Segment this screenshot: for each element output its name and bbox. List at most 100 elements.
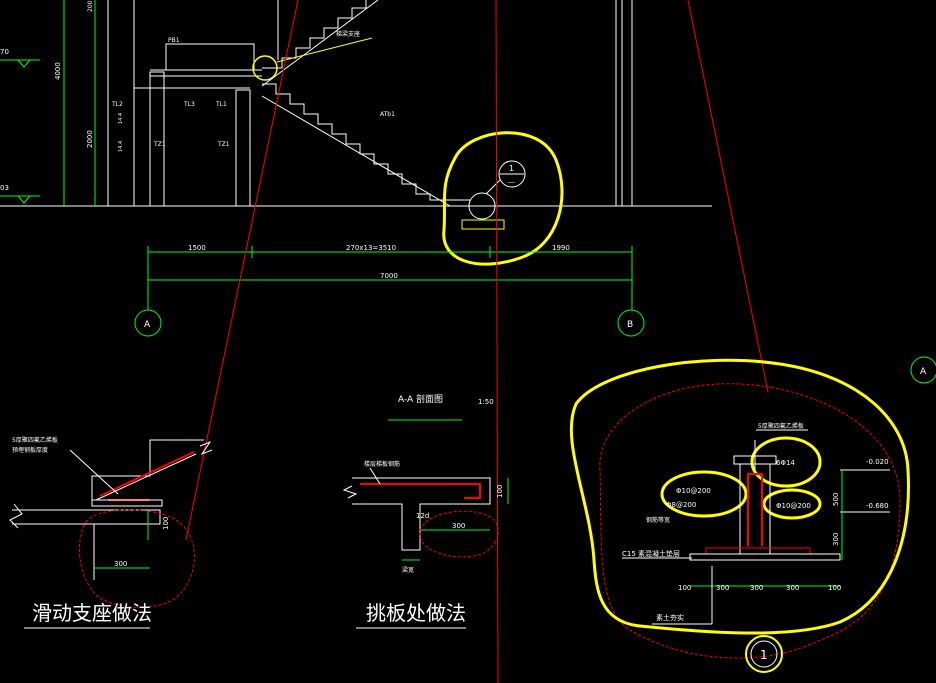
level-label-bottom: 03 xyxy=(0,184,9,192)
sliding-dim-100: 100 xyxy=(162,517,170,530)
cantilever-dim-300: 300 xyxy=(452,522,465,530)
detail-mark-number: 1 xyxy=(760,648,768,662)
stair-footing-bubble xyxy=(468,192,496,220)
vdim-4000: 4000 xyxy=(54,62,62,80)
hdim-3510: 270x13=3510 xyxy=(346,244,396,252)
sliding-note-1: 5厚聚四氟乙烯板 xyxy=(12,436,58,444)
red-line-left xyxy=(185,0,299,541)
hdim-1990: 1990 xyxy=(552,244,570,252)
cantilever-outline xyxy=(352,477,491,551)
cantilever-rebar xyxy=(360,483,481,499)
sliding-rebar-1 xyxy=(99,451,195,497)
level-triangle-top xyxy=(17,59,31,68)
footing-rebar-left2: Φ8@200 xyxy=(666,501,696,509)
sliding-break-mark xyxy=(199,440,213,456)
markup-right-rebar xyxy=(762,488,822,520)
label-tl3: TL3 xyxy=(183,101,195,108)
label-side-a: 14.4 xyxy=(118,113,124,124)
footing-dim-b2: 300 xyxy=(716,584,729,592)
markup-top-rebar xyxy=(750,436,822,488)
red-line-center xyxy=(495,0,499,683)
support-detail-bubble xyxy=(252,55,278,81)
cantilever-leader xyxy=(369,467,381,485)
lower-flight-soffit xyxy=(261,95,451,207)
section-mark-sub: — xyxy=(508,178,515,186)
axis-a-bubble xyxy=(134,309,162,337)
section-scale: 1:50 xyxy=(478,398,494,406)
stair-footing-base xyxy=(461,219,505,230)
label-tl2: TL2 xyxy=(111,101,123,108)
support-leader xyxy=(276,37,373,63)
detail-mark-inner xyxy=(750,640,778,668)
label-atb1: ATb1 xyxy=(380,111,395,118)
footing-markup-cloud xyxy=(569,358,910,635)
footing-elev-mid: -0.680 xyxy=(866,502,889,510)
vdim-small-top: 2000 xyxy=(87,0,94,12)
section-mark-number: 1 xyxy=(509,164,514,173)
sliding-stair-soffit xyxy=(95,453,197,501)
lower-flight-steps xyxy=(262,83,470,201)
footing-rebar-top: 6Φ14 xyxy=(776,459,795,467)
section-mark-leader xyxy=(485,179,501,195)
cantilever-title: 挑板处做法 xyxy=(366,601,466,625)
footing-rebar-right: Φ10@200 xyxy=(776,502,811,510)
level-label-top: 70 xyxy=(0,48,9,56)
footing-dim-b4: 300 xyxy=(786,584,799,592)
axis-a-label: A xyxy=(144,320,151,330)
sliding-plate xyxy=(91,499,163,507)
axis-a-label-right: A xyxy=(920,367,927,377)
sliding-title: 滑动支座做法 xyxy=(32,601,152,625)
tz1-column-right xyxy=(235,89,251,207)
label-top-note: 梯梁支座 xyxy=(336,30,360,38)
sliding-note-2: 预埋钢板厚度 xyxy=(12,446,48,454)
footing-label-mid: 钢筋等宽 xyxy=(646,516,670,524)
cantilever-revision-cloud xyxy=(419,510,499,558)
cantilever-dim-12d: 12d xyxy=(416,512,429,520)
footing-label-soil: 素土夯实 xyxy=(656,613,684,622)
label-tl1: TL1 xyxy=(215,101,227,108)
stair-elevation: 70 03 4000 2000 2000 PB1 TL2 TL3 TL1 TZ1… xyxy=(0,0,936,384)
label-pb1: PB1 xyxy=(168,37,180,44)
label-tz1-right: TZ1 xyxy=(217,141,230,148)
stair-footing-markup-cloud xyxy=(442,131,564,266)
vdim-2000: 2000 xyxy=(86,130,94,148)
sliding-beam xyxy=(12,509,161,580)
hdim-1500: 1500 xyxy=(188,244,206,252)
footing-dim-300: 300 xyxy=(832,533,840,546)
red-line-right xyxy=(687,0,769,393)
detail-cantilever: 楼层梯板钢筋 100 12d 300 梁宽 挑板处做法 xyxy=(342,460,509,629)
footing-revision-cloud xyxy=(599,383,901,659)
footing-note-top: 5厚聚四氟乙烯板 xyxy=(758,422,804,430)
footing-dim-b3: 300 xyxy=(750,584,763,592)
cantilever-break xyxy=(342,485,358,499)
footing-pier-rebar xyxy=(747,473,763,546)
footing-cushion xyxy=(689,553,841,561)
cantilever-bottom-note: 梁宽 xyxy=(402,566,414,574)
pb1-beam xyxy=(165,43,255,71)
tz1-column-left xyxy=(149,71,165,207)
footing-base xyxy=(705,547,811,555)
cantilever-top-note: 楼层梯板钢筋 xyxy=(364,460,400,468)
cantilever-dim-100: 100 xyxy=(496,485,504,498)
detail-footing: 5厚聚四氟乙烯板 6Φ14 Φ10@200 Φ8@200 Φ10@200 -0.… xyxy=(569,358,910,673)
sliding-stair-outline xyxy=(91,439,204,500)
section-mark-circle xyxy=(498,160,526,188)
footing-label-cushion: C15 素混凝土垫层 xyxy=(622,549,680,558)
sliding-dim-300: 300 xyxy=(114,560,127,568)
sliding-note-leader xyxy=(69,449,119,495)
markup-left-rebar xyxy=(660,470,748,518)
detail-mark-circle xyxy=(745,635,783,673)
hdim-7000: 7000 xyxy=(380,272,398,280)
level-triangle-bottom xyxy=(17,195,31,204)
upper-flight-steps xyxy=(262,0,367,69)
axis-b-bubble xyxy=(617,309,645,337)
axis-a-bubble-right xyxy=(910,356,936,384)
footing-elev-top: -0.020 xyxy=(866,458,889,466)
footing-dim-b5: 100 xyxy=(828,584,841,592)
detail-sliding-support: 5厚聚四氟乙烯板 预埋钢板厚度 100 300 滑动支座做法 xyxy=(9,436,213,629)
upper-flight-soffit xyxy=(261,0,379,87)
footing-dim-500: 500 xyxy=(832,493,840,506)
footing-dim-b1: 100 xyxy=(678,584,691,592)
axis-b-label: B xyxy=(627,320,633,330)
